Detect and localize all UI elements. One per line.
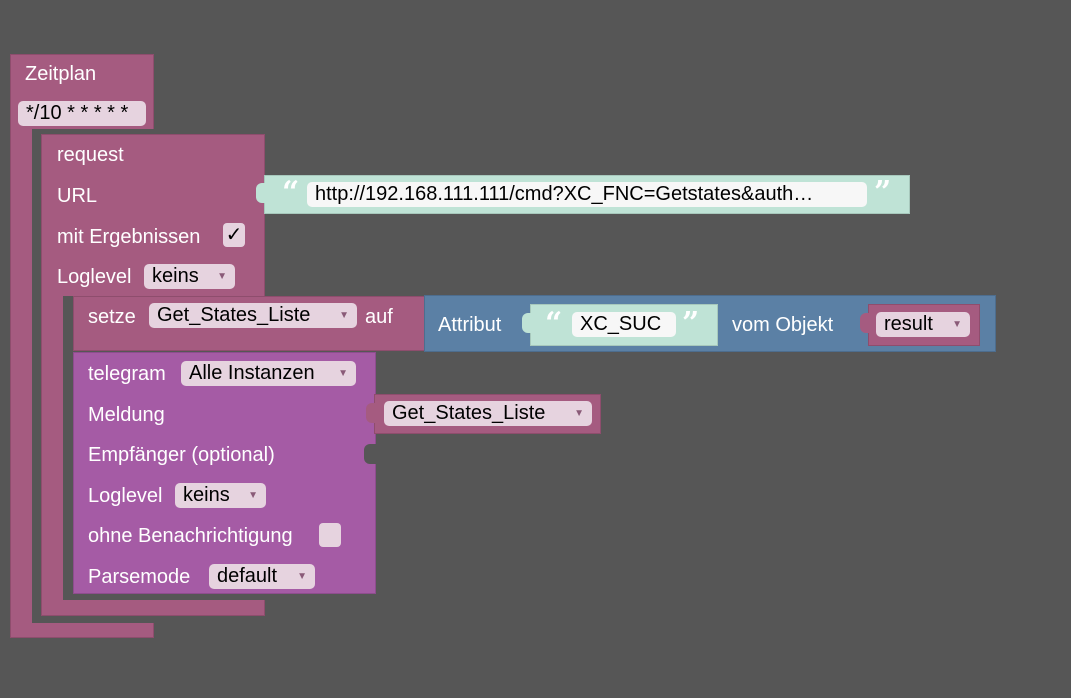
telegram-label: telegram	[88, 363, 166, 385]
url-input[interactable]: http://192.168.111.111/cmd?XC_FNC=Getsta…	[307, 182, 867, 207]
open-quote-icon: “	[545, 306, 563, 341]
attr-text-connector	[522, 313, 534, 333]
object-value: result	[884, 313, 933, 335]
with-results-checkbox[interactable]: ✓	[223, 223, 245, 247]
chevron-down-icon: ▼	[574, 408, 584, 419]
message-variable-dropdown[interactable]: Get_States_Liste ▼	[384, 401, 592, 426]
recipient-label: Empfänger (optional)	[88, 444, 275, 466]
of-object-label: vom Objekt	[732, 314, 834, 336]
url-label: URL	[57, 185, 98, 207]
variable-value: Get_States_Liste	[157, 304, 311, 326]
chevron-down-icon: ▼	[952, 319, 962, 330]
open-quote-icon: “	[282, 175, 300, 210]
telegram-loglevel-value: keins	[183, 484, 230, 506]
message-variable-value: Get_States_Liste	[392, 402, 546, 424]
recipient-input-socket[interactable]	[364, 444, 376, 464]
variable-dropdown[interactable]: Get_States_Liste ▼	[149, 303, 357, 328]
chevron-down-icon: ▼	[217, 271, 227, 282]
instance-dropdown[interactable]: Alle Instanzen ▼	[181, 361, 356, 386]
request-title: request	[57, 144, 124, 166]
attribute-label: Attribut	[438, 314, 502, 336]
telegram-loglevel-dropdown[interactable]: keins ▼	[175, 483, 266, 508]
chevron-down-icon: ▼	[339, 310, 349, 321]
schedule-title: Zeitplan	[25, 63, 97, 85]
to-label: auf	[365, 306, 393, 328]
request-loglevel-dropdown[interactable]: keins ▼	[144, 264, 235, 289]
chevron-down-icon: ▼	[248, 490, 258, 501]
attribute-input[interactable]: XC_SUC	[572, 312, 676, 337]
url-connector	[256, 183, 268, 203]
chevron-down-icon: ▼	[338, 368, 348, 379]
silent-label: ohne Benachrichtigung	[88, 525, 293, 547]
close-quote-icon: ”	[874, 175, 892, 210]
with-results-label: mit Ergebnissen	[57, 226, 201, 248]
telegram-loglevel-label: Loglevel	[88, 485, 163, 507]
parsemode-label: Parsemode	[88, 566, 191, 588]
request-loglevel-label: Loglevel	[57, 266, 132, 288]
object-dropdown[interactable]: result ▼	[876, 312, 970, 337]
message-label: Meldung	[88, 404, 165, 426]
chevron-down-icon: ▼	[297, 571, 307, 582]
instance-value: Alle Instanzen	[189, 362, 315, 384]
parsemode-dropdown[interactable]: default ▼	[209, 564, 315, 589]
close-quote-icon: ”	[682, 306, 700, 341]
object-connector	[860, 313, 872, 333]
telegram-block[interactable]	[73, 352, 376, 594]
set-label: setze	[88, 306, 136, 328]
message-connector	[366, 403, 378, 423]
parsemode-value: default	[217, 565, 278, 587]
silent-checkbox[interactable]	[319, 523, 341, 547]
request-loglevel-value: keins	[152, 265, 199, 287]
cron-field[interactable]: */10 * * * * *	[18, 101, 146, 126]
